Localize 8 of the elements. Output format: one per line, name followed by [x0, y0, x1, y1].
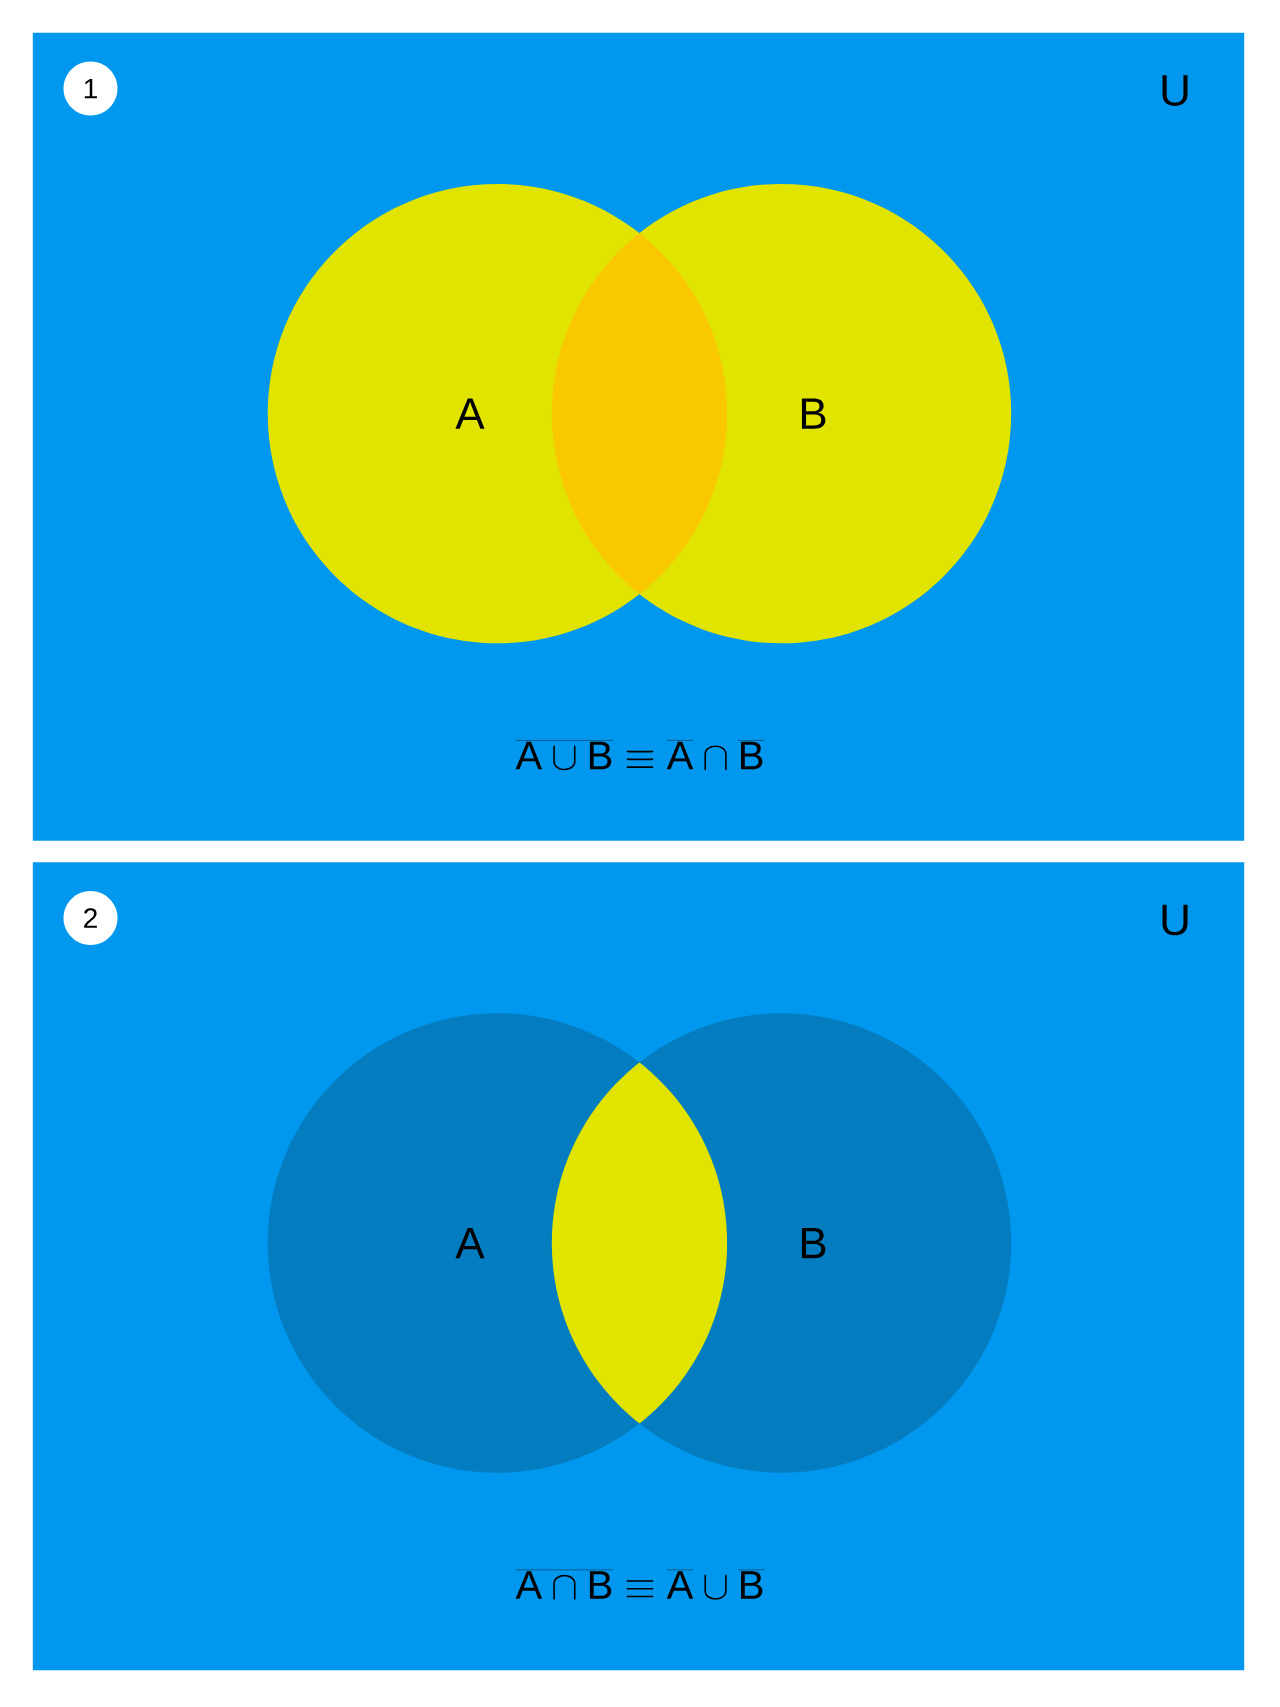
- node-label: B: [801, 1227, 826, 1259]
- formula: $\overline{\mathsf{A}\cup\mathsf{B}}\equiv\overline{\mathsf{A}}\cap\overline{\mathsf{B}}$: [515, 740, 765, 771]
- universe-label: U: [1162, 904, 1188, 936]
- universe-label: U: [1162, 75, 1188, 106]
- formula: $\overline{\mathsf{A}\cap\mathsf{B}}\equiv\overline{\mathsf{A}}\cup\overline{\mathsf{B}}$: [515, 1569, 765, 1600]
- number-badge: 2: [63, 891, 118, 945]
- number-badge: 1: [63, 61, 118, 116]
- node-label: B: [801, 398, 826, 429]
